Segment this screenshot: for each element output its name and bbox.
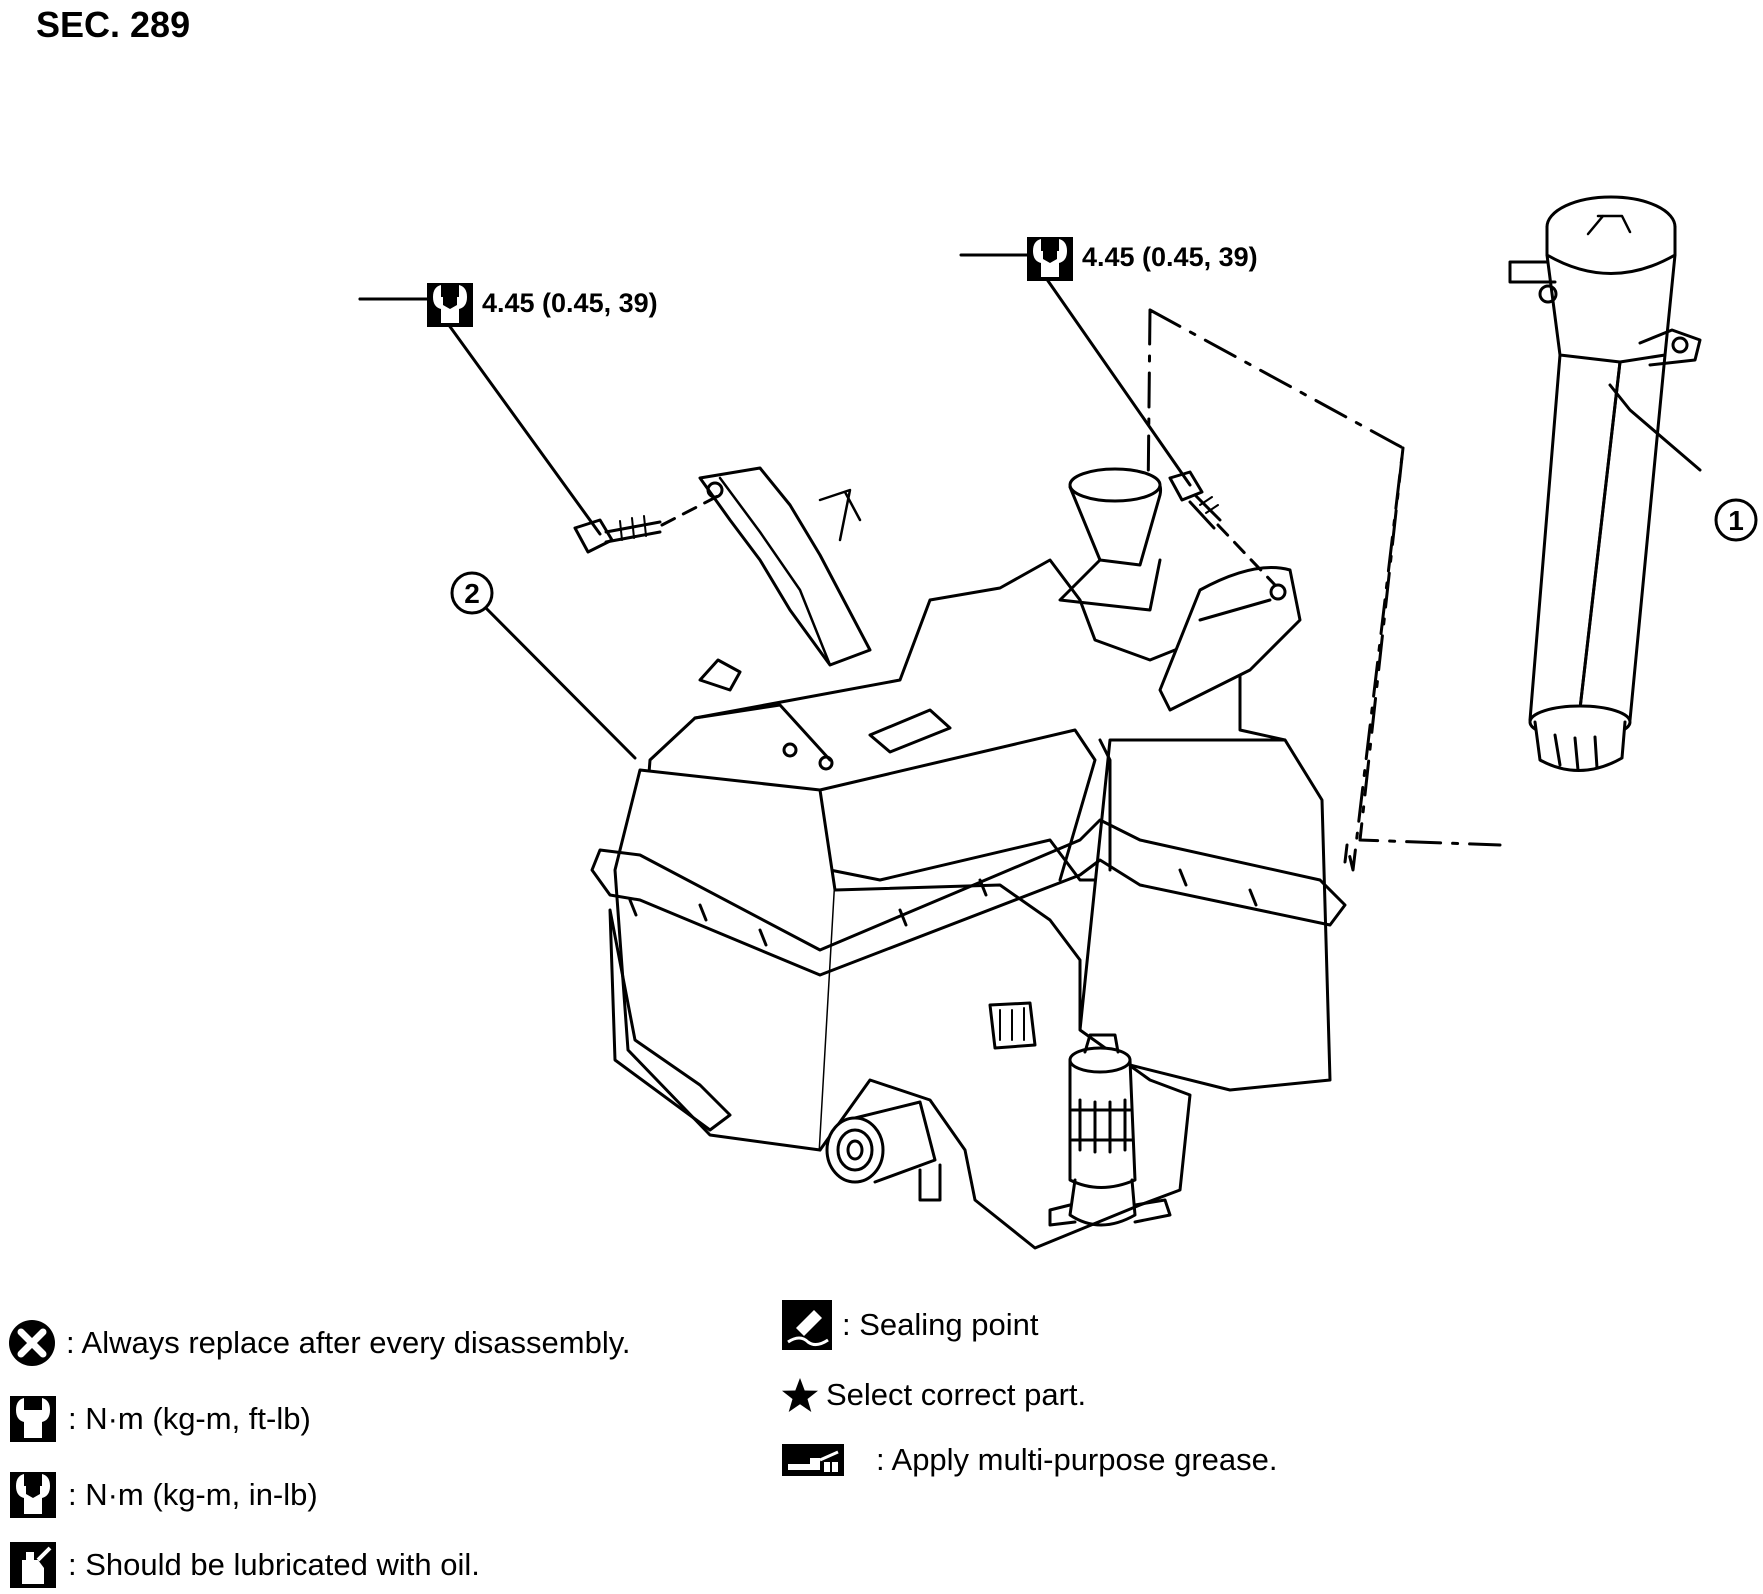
section-number: SEC. 289	[36, 4, 191, 45]
legend-grease-text: : Apply multi-purpose grease.	[876, 1442, 1278, 1477]
washer-tank	[590, 466, 1347, 1250]
leader-torque-left	[358, 297, 602, 536]
part-number-2: 2	[464, 578, 480, 609]
bolt-right	[1168, 470, 1277, 587]
legend-torque-ftlb-text: : N·m (kg-m, ft-lb)	[68, 1401, 311, 1436]
legend-oil-text: : Should be lubricated with oil.	[68, 1547, 480, 1582]
wrench-outline-icon	[10, 1396, 56, 1442]
legend-sealing-text: : Sealing point	[842, 1307, 1039, 1342]
part-number-1: 1	[1728, 505, 1744, 536]
grease-gun-icon	[782, 1444, 844, 1476]
legend-replace-text: : Always replace after every disassembly…	[66, 1325, 631, 1360]
part-number-2-circle	[450, 571, 494, 615]
star-icon	[782, 1378, 818, 1412]
legend-torque-inlb: : N·m (kg-m, in-lb)	[8, 1470, 318, 1520]
leader-part-1	[1608, 383, 1702, 472]
leader-part-2	[468, 590, 637, 760]
legend-grease: : Apply multi-purpose grease.	[780, 1440, 1278, 1480]
oil-can-icon	[10, 1542, 56, 1588]
legend-torque-inlb-text: : N·m (kg-m, in-lb)	[68, 1477, 318, 1512]
legend-select-text: Select correct part.	[826, 1377, 1087, 1412]
legend-sealing: : Sealing point	[780, 1298, 1038, 1352]
leader-torque-right	[959, 253, 1192, 487]
legend-replace: : Always replace after every disassembly…	[8, 1318, 631, 1368]
filler-tube	[1508, 195, 1702, 772]
legend-torque-ftlb: : N·m (kg-m, ft-lb)	[8, 1394, 311, 1444]
torque-value-left: 4.45 (0.45, 39)	[482, 288, 658, 318]
sealant-icon	[782, 1300, 832, 1350]
legend-select: Select correct part.	[780, 1375, 1086, 1415]
x-circle-icon	[9, 1320, 55, 1366]
torque-wrench-in-lb-icon	[1027, 237, 1073, 281]
wrench-solid-icon	[10, 1472, 56, 1518]
torque-value-right: 4.45 (0.45, 39)	[1082, 242, 1258, 272]
torque-wrench-in-lb-icon	[427, 283, 473, 327]
legend-oil: : Should be lubricated with oil.	[8, 1540, 480, 1590]
part-number-1-circle	[1714, 498, 1758, 542]
bolt-left	[573, 493, 722, 554]
assembly-boundary	[1146, 308, 1405, 872]
